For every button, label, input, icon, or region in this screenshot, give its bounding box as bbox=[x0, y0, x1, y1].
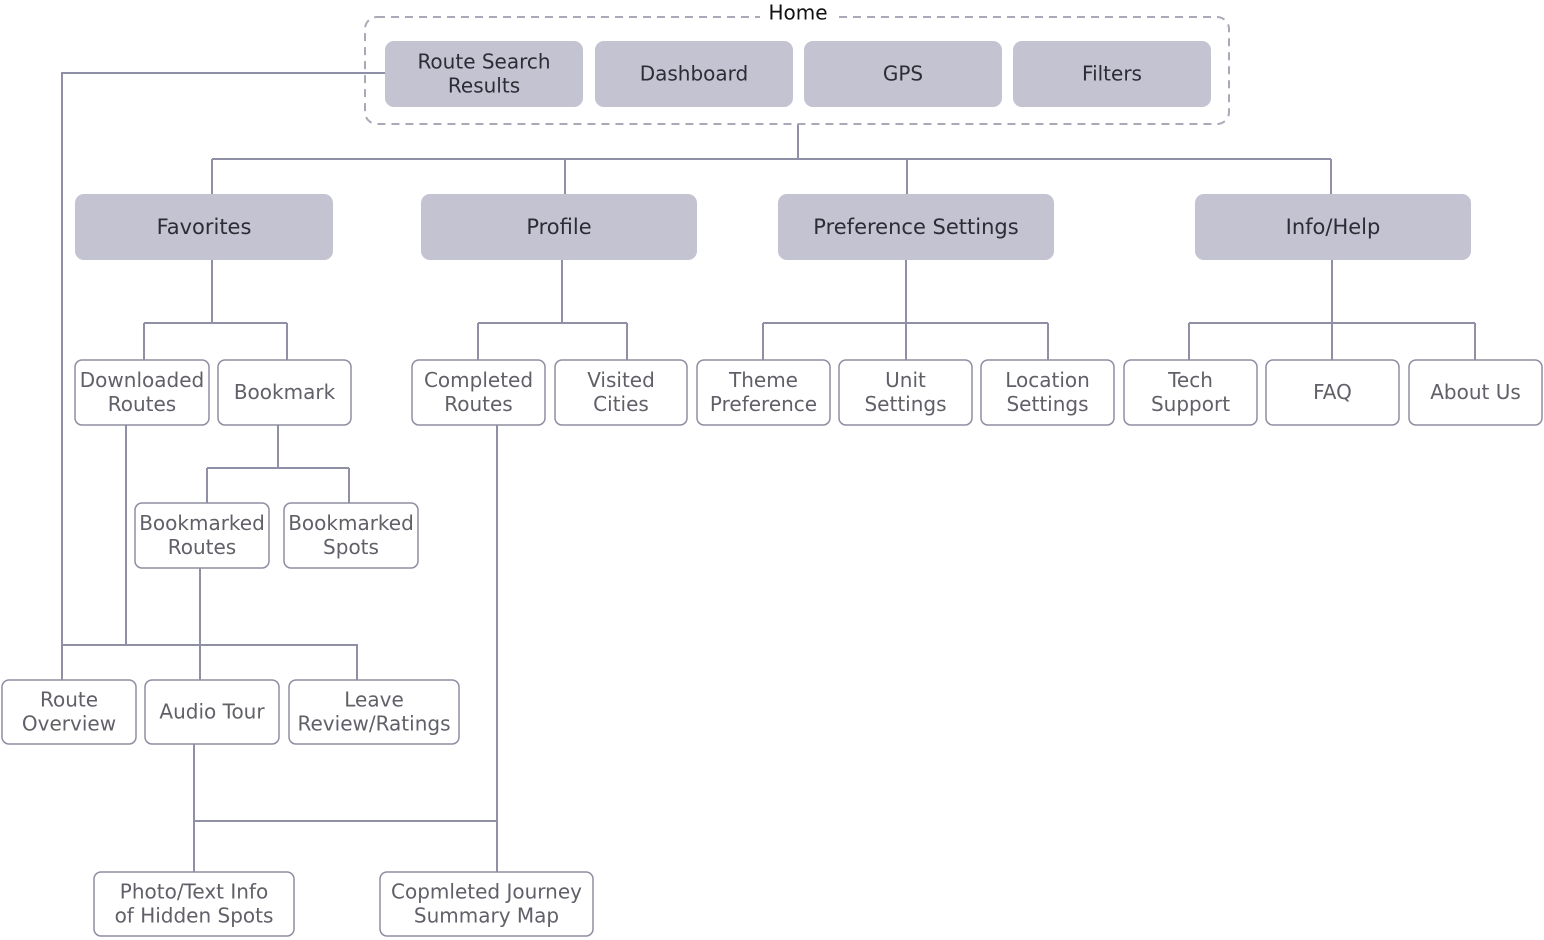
node-info-help: Info/Help bbox=[1195, 194, 1471, 260]
node-box bbox=[696, 359, 831, 426]
node-label: Cities bbox=[593, 392, 649, 416]
node-box bbox=[75, 194, 333, 260]
node-label: Completed bbox=[424, 368, 533, 392]
node-label: Bookmarked bbox=[139, 511, 265, 535]
node-preference-settings: Preference Settings bbox=[778, 194, 1054, 260]
node-label: Favorites bbox=[157, 215, 252, 239]
node-box bbox=[385, 41, 583, 107]
node-bookmark: Bookmark bbox=[217, 359, 352, 426]
node-box bbox=[421, 194, 697, 260]
node-label: Downloaded bbox=[80, 368, 204, 392]
node-box bbox=[288, 679, 460, 745]
node-label: About Us bbox=[1430, 380, 1521, 404]
node-box bbox=[217, 359, 352, 426]
node-box bbox=[379, 871, 594, 937]
node-label: Dashboard bbox=[640, 62, 749, 86]
node-profile: Profile bbox=[421, 194, 697, 260]
node-box bbox=[283, 502, 419, 569]
node-faq: FAQ bbox=[1265, 359, 1400, 426]
node-dashboard: Dashboard bbox=[595, 41, 793, 107]
node-label: Bookmarked bbox=[288, 511, 414, 535]
node-gps: GPS bbox=[804, 41, 1002, 107]
node-label: Copmleted Journey bbox=[391, 880, 582, 904]
node-box bbox=[980, 359, 1115, 426]
node-box bbox=[1408, 359, 1543, 426]
home-label-backdrop bbox=[760, 2, 836, 26]
node-label: Routes bbox=[444, 392, 512, 416]
node-label: of Hidden Spots bbox=[115, 904, 274, 928]
node-label: Routes bbox=[108, 392, 176, 416]
node-box bbox=[778, 194, 1054, 260]
connector-line bbox=[62, 644, 358, 680]
node-about-us: About Us bbox=[1408, 359, 1543, 426]
home-label: Home bbox=[768, 1, 827, 25]
node-label: Overview bbox=[22, 712, 116, 736]
node-box bbox=[1, 679, 137, 745]
node-box bbox=[1013, 41, 1211, 107]
node-label: Theme bbox=[728, 368, 798, 392]
node-label: Audio Tour bbox=[159, 700, 265, 724]
node-label: Unit bbox=[885, 368, 926, 392]
node-label: Settings bbox=[1006, 392, 1088, 416]
node-label: Leave bbox=[344, 688, 404, 712]
node-label: FAQ bbox=[1313, 380, 1352, 404]
node-box bbox=[1265, 359, 1400, 426]
node-label: Bookmark bbox=[234, 380, 336, 404]
node-label: Support bbox=[1151, 392, 1230, 416]
node-label: Photo/Text Info bbox=[120, 880, 268, 904]
node-label: Settings bbox=[864, 392, 946, 416]
node-box bbox=[74, 359, 210, 426]
node-label: Preference Settings bbox=[813, 215, 1018, 239]
node-label: Visited bbox=[587, 368, 655, 392]
connector-lines bbox=[61, 72, 1476, 872]
node-box bbox=[411, 359, 546, 426]
node-box bbox=[144, 679, 280, 745]
node-label: Spots bbox=[323, 535, 379, 559]
node-label: Route Search bbox=[417, 50, 550, 74]
node-label: Route bbox=[40, 688, 98, 712]
node-label: Summary Map bbox=[414, 904, 559, 928]
node-label: Routes bbox=[168, 535, 236, 559]
node-label: Preference bbox=[710, 392, 817, 416]
connector-line bbox=[61, 72, 385, 680]
node-audio-tour: Audio Tour bbox=[144, 679, 280, 745]
node-box bbox=[838, 359, 973, 426]
node-box bbox=[93, 871, 295, 937]
node-label: Results bbox=[448, 74, 520, 98]
node-box bbox=[134, 502, 270, 569]
node-filters: Filters bbox=[1013, 41, 1211, 107]
node-label: Profile bbox=[526, 215, 591, 239]
node-label: Filters bbox=[1082, 62, 1142, 86]
node-label: Tech bbox=[1167, 368, 1213, 392]
node-label: Location bbox=[1005, 368, 1090, 392]
node-label: GPS bbox=[883, 62, 923, 86]
node-label: Info/Help bbox=[1286, 215, 1381, 239]
node-box bbox=[595, 41, 793, 107]
node-label: Review/Ratings bbox=[298, 712, 451, 736]
node-box bbox=[554, 359, 688, 426]
node-box bbox=[1195, 194, 1471, 260]
node-box bbox=[1123, 359, 1258, 426]
node-favorites: Favorites bbox=[75, 194, 333, 260]
node-box bbox=[804, 41, 1002, 107]
